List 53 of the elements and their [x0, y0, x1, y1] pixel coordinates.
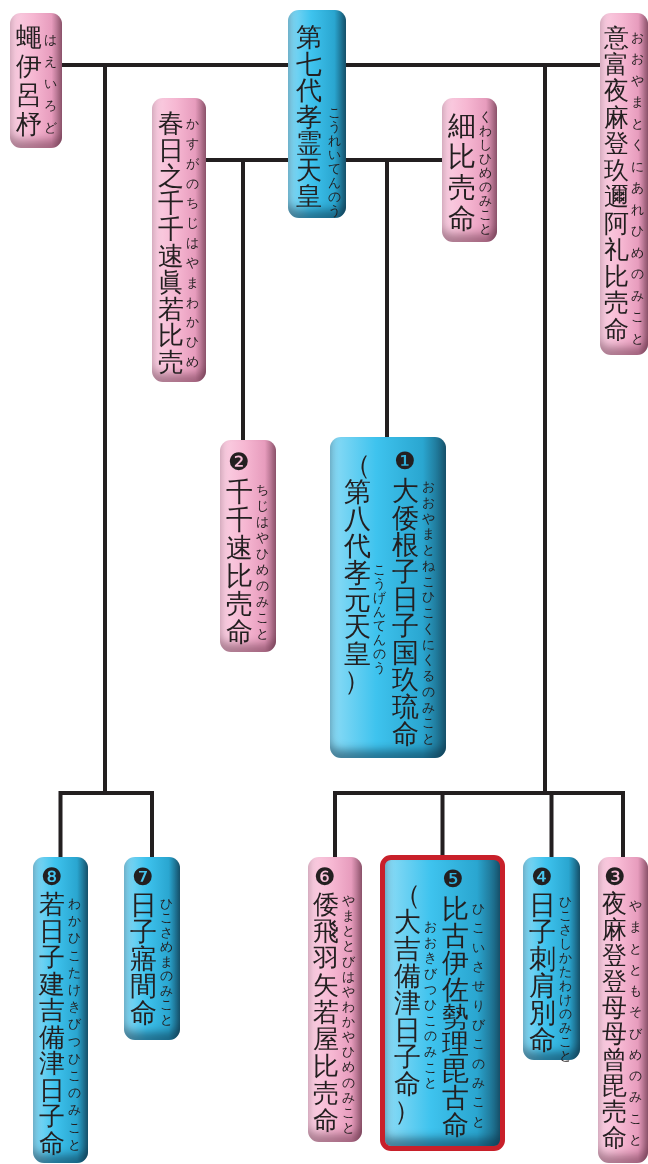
name-text: 蠅伊呂杼 [16, 23, 42, 139]
name-box [600, 13, 648, 355]
reading-text: おおやまとねこひこくにくるのみこと [422, 479, 435, 747]
name-box [523, 857, 580, 1060]
circled-number: ❺ [442, 867, 464, 891]
lineage-line [206, 158, 245, 440]
reading-text: おおやまとくにあれひめのみこと [631, 29, 644, 348]
reading-text: ちじはやひめのみこと [256, 482, 269, 642]
reading-text: ひこいさせりびこのみこと [472, 900, 485, 1131]
circled-number: ❹ [531, 865, 553, 889]
name-text: 若日子建吉備津日子命 [39, 891, 65, 1156]
name-box [330, 437, 446, 758]
circled-number: ❽ [41, 865, 63, 889]
name-text: 倭飛羽矢若屋比売命 [313, 891, 339, 1134]
circled-number: ❻ [314, 865, 336, 889]
reading-text: ひこさめまのみこと [160, 897, 173, 1027]
name-box [380, 855, 505, 1151]
reading-text: こうげんてんのう [373, 563, 386, 675]
name-text: 春日之千千速眞若比売 [158, 110, 184, 375]
name-text: （第八代孝元天皇） [344, 451, 371, 694]
name-text: 比古伊佐勢理毘古命 [442, 895, 469, 1138]
name-text: 夜麻登登母母曾毘売命 [602, 891, 627, 1151]
reading-text: かすがのちじはやまわかひめ [186, 115, 199, 372]
name-box [33, 857, 88, 1163]
name-box [152, 98, 206, 382]
reading-text: やまとともそびめのみこと [629, 897, 642, 1149]
name-box [598, 857, 648, 1163]
reading-text: ひこさしかたわけのみこと [559, 895, 572, 1063]
name-text: （大吉備津日子命） [394, 881, 421, 1124]
name-box [288, 10, 346, 218]
name-text: 第七代孝霊天皇 [296, 24, 322, 210]
name-text: 日子寤間命 [130, 891, 157, 1026]
circled-number: ❷ [228, 450, 250, 474]
name-box [220, 440, 276, 652]
reading-text: わかひこたけきびつひこのみこと [68, 895, 81, 1154]
circled-number: ❼ [132, 865, 154, 889]
reading-text: はえいろど [44, 31, 57, 137]
name-text: 細比売命 [448, 110, 476, 234]
name-text: 意富夜麻登玖邇阿礼比売命 [604, 25, 629, 343]
reading-text: こうれいてんのう [328, 106, 341, 218]
name-box [308, 857, 362, 1142]
name-text: 大倭根子日子国玖琉命 [392, 477, 419, 747]
name-box [124, 857, 180, 1040]
reading-text: おおきびつひこのみこと [424, 919, 437, 1092]
lineage-line [385, 158, 442, 437]
circled-number: ❶ [394, 449, 416, 473]
name-box [442, 98, 497, 242]
circled-number: ❸ [604, 865, 626, 889]
name-text: 日子刺肩別命 [529, 891, 556, 1053]
name-box [10, 13, 62, 148]
name-text: 千千速比売命 [226, 478, 253, 646]
reading-text: くわしひめのみこと [479, 110, 492, 236]
reading-text: やまととびはやわかやひめのみこと [342, 893, 355, 1135]
